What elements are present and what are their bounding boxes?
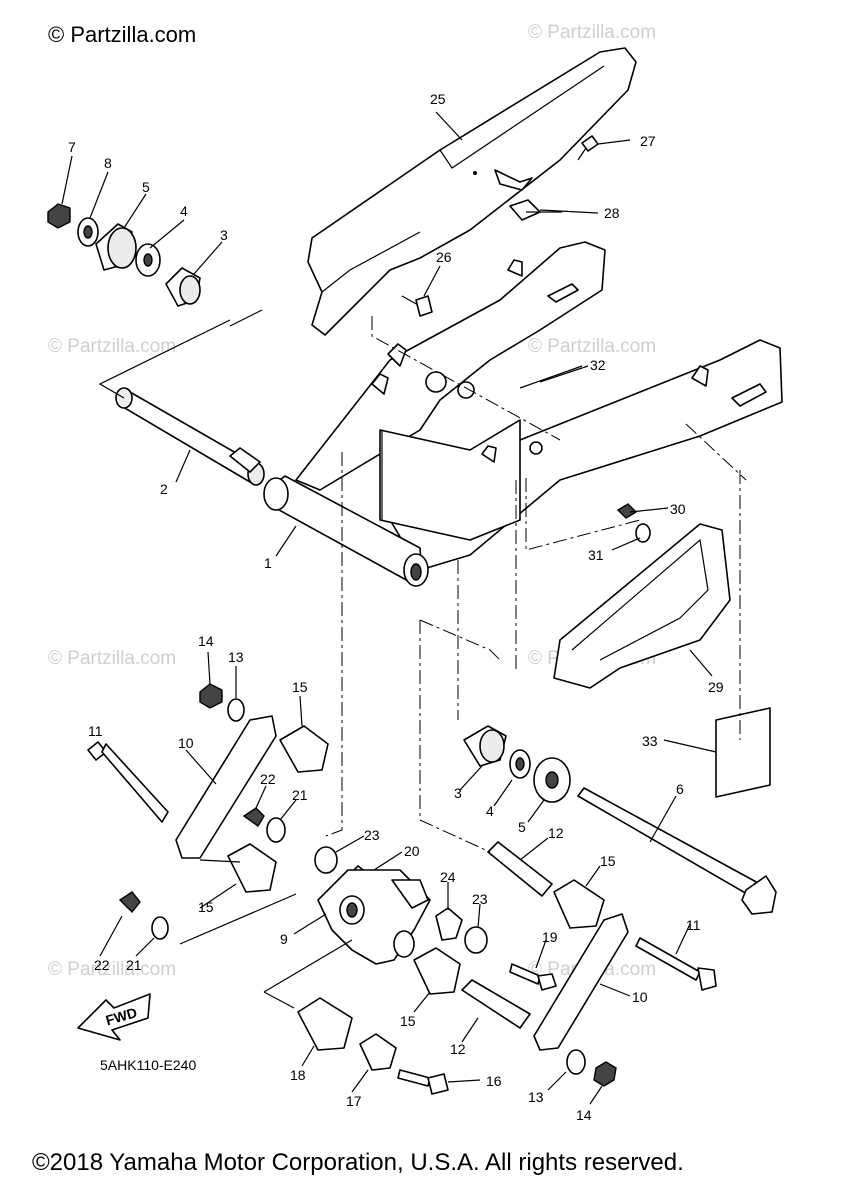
callout-label: 11: [686, 917, 701, 933]
nut-washer-left: [118, 891, 169, 940]
callout-label: 25: [430, 91, 446, 107]
callout-label: 10: [178, 735, 194, 751]
bolt-11-left: [87, 741, 169, 823]
watermark-main: © Partzilla.com: [48, 22, 196, 47]
callout-label: 15: [400, 1013, 416, 1029]
link-rod-right: [533, 913, 629, 1051]
callout-label: 21: [292, 787, 308, 803]
watermark: © Partzilla.com: [48, 959, 176, 980]
callout-label: 15: [198, 899, 214, 915]
bolt-26: [401, 295, 433, 317]
watermark: © Partzilla.com: [48, 336, 176, 357]
callout-label: 29: [708, 679, 724, 695]
callout-label: 26: [436, 249, 452, 265]
callout-label: 15: [600, 853, 616, 869]
callout-label: 1: [264, 555, 272, 571]
callout-label: 5: [142, 179, 150, 195]
label-33: [715, 707, 771, 798]
diagram-code: 5AHK110-E240: [100, 1057, 196, 1073]
callout-label: 11: [88, 723, 103, 739]
bushing-23: [314, 846, 338, 874]
chain-slider: [553, 523, 731, 689]
callouts: 25 27 28 26 7 8 5 4 3 32 2 1 30 31 29 33: [61, 91, 724, 1123]
callout-label: 23: [472, 891, 488, 907]
collar-15: [279, 725, 329, 773]
callout-label: 2: [160, 481, 168, 497]
callout-label: 24: [440, 869, 456, 885]
nut-washer-upper: [199, 683, 245, 722]
callout-label: 14: [576, 1107, 592, 1123]
chain-guard: [307, 47, 637, 336]
callout-label: 12: [548, 825, 564, 841]
callout-label: 30: [670, 501, 686, 517]
callout-label: 18: [290, 1067, 306, 1083]
callout-label: 8: [104, 155, 112, 171]
callout-label: 19: [542, 929, 558, 945]
collar-17: [359, 1033, 397, 1071]
spacer-12: [487, 841, 553, 897]
watermark: © Partzilla.com: [528, 336, 656, 357]
bearing-24: [435, 907, 463, 941]
callout-label: 23: [364, 827, 380, 843]
bushing-23: [464, 926, 488, 954]
callout-label: 3: [454, 785, 462, 801]
callout-label: 16: [486, 1073, 502, 1089]
callout-label: 28: [604, 205, 620, 221]
nut-washer-mid: [242, 807, 286, 843]
callout-label: 17: [346, 1093, 362, 1109]
callout-label: 22: [94, 957, 110, 973]
fwd-arrow: FWD: [77, 993, 151, 1041]
callout-label: 7: [68, 139, 76, 155]
pivot-hardware-upper: [47, 203, 201, 307]
callout-label: 12: [450, 1041, 466, 1057]
watermark: © Partzilla.com: [48, 648, 176, 669]
callout-label: 4: [486, 803, 494, 819]
callout-label: 22: [260, 771, 276, 787]
callout-label: 32: [590, 357, 606, 373]
leader-lines: [98, 309, 747, 1009]
callout-label: 20: [404, 843, 420, 859]
callout-label: 5: [518, 819, 526, 835]
callout-label: 10: [632, 989, 648, 1005]
swingarm: [263, 241, 783, 587]
pivot-hardware-lower: [463, 725, 777, 915]
callout-label: 21: [126, 957, 142, 973]
relay-arm: [317, 869, 431, 965]
nut-washer-lower: [566, 1049, 617, 1087]
callout-label: 33: [642, 733, 658, 749]
collar-15: [413, 947, 461, 995]
bolt-11-right: [635, 937, 717, 991]
collar-15: [553, 879, 605, 929]
bolt-19: [509, 963, 557, 991]
collar-18: [297, 997, 353, 1051]
callout-label: 31: [588, 547, 604, 563]
callout-label: 9: [280, 931, 288, 947]
watermark-layer: © Partzilla.com © Partzilla.com © Partzi…: [48, 22, 656, 980]
link-rod-left: [175, 715, 277, 859]
pivot-shaft: [115, 387, 265, 486]
callout-label: 14: [198, 633, 214, 649]
callout-label: 13: [528, 1089, 544, 1105]
callout-label: 3: [220, 227, 228, 243]
callout-label: 13: [228, 649, 244, 665]
spacer-12: [461, 979, 531, 1029]
copyright-footer: ©2018 Yamaha Motor Corporation, U.S.A. A…: [32, 1149, 684, 1176]
collar-15: [227, 843, 277, 893]
slider-bolt: [616, 503, 651, 543]
bolt-16: [397, 1069, 449, 1095]
callout-label: 4: [180, 203, 188, 219]
watermark: © Partzilla.com: [528, 22, 656, 43]
callout-label: 15: [292, 679, 308, 695]
callout-label: 6: [676, 781, 684, 797]
callout-label: 27: [640, 133, 656, 149]
